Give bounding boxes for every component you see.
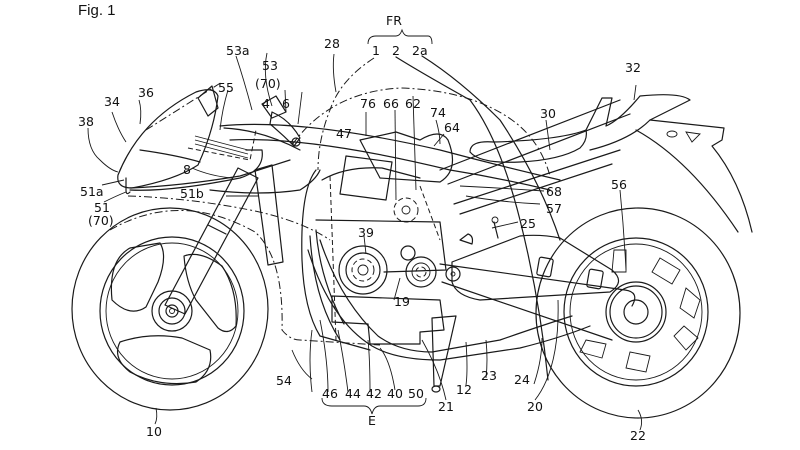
label-42: 42 [366, 386, 382, 401]
label-54: 54 [276, 373, 292, 388]
label-56: 56 [611, 177, 627, 192]
label-2: 2 [392, 43, 400, 58]
label-53-sub: (70) [255, 76, 281, 91]
label-62: 62 [405, 96, 421, 111]
line-2 [395, 56, 549, 381]
label-6: 6 [282, 96, 290, 111]
label-30: 30 [540, 106, 556, 121]
line-2a [421, 55, 561, 241]
rear-wheel [535, 207, 741, 419]
label-66: 66 [383, 96, 399, 111]
label-74: 74 [430, 105, 446, 120]
label-12: 12 [456, 382, 472, 397]
label-34: 34 [104, 94, 120, 109]
frame [209, 87, 631, 351]
label-53: 53 [262, 58, 278, 73]
label-46: 46 [322, 386, 338, 401]
label-64: 64 [444, 120, 460, 135]
label-36: 36 [138, 85, 154, 100]
label-57: 57 [546, 201, 562, 216]
label-1: 1 [372, 43, 380, 58]
label-21: 21 [438, 399, 454, 414]
label-51: 51 [94, 200, 110, 215]
label-51b: 51b [180, 186, 204, 201]
label-23: 23 [481, 368, 497, 383]
label-40: 40 [387, 386, 403, 401]
label-28: 28 [324, 36, 340, 51]
label-32: 32 [625, 60, 641, 75]
label-76: 76 [360, 96, 376, 111]
label-68: 68 [546, 184, 562, 199]
swingarm [439, 216, 636, 341]
label-4: 4 [262, 96, 270, 111]
label-55: 55 [218, 80, 234, 95]
front-fork [164, 164, 284, 315]
front-fender-line [109, 210, 381, 346]
label-19: 19 [394, 294, 410, 309]
engine-E [307, 229, 591, 361]
label-22: 22 [630, 428, 646, 443]
label-8: 8 [183, 162, 191, 177]
reference-labels: FR 1 2 2a 53 (70) 53a 28 32 30 34 36 38 … [78, 13, 646, 443]
seat-tail [469, 94, 753, 233]
brace-FR [367, 28, 433, 45]
label-53a: 53a [226, 43, 250, 58]
label-2a: 2a [412, 43, 428, 58]
group-label-FR: FR [386, 13, 402, 28]
label-47: 47 [336, 126, 352, 141]
group-label-E: E [368, 413, 376, 428]
label-38: 38 [78, 114, 94, 129]
label-50: 50 [408, 386, 424, 401]
label-10: 10 [146, 424, 162, 439]
brace-E [321, 397, 427, 415]
line-1 [317, 57, 375, 171]
label-20: 20 [527, 399, 543, 414]
label-51-sub: (70) [88, 213, 114, 228]
label-39: 39 [358, 225, 374, 240]
label-24: 24 [514, 372, 530, 387]
label-25: 25 [520, 216, 536, 231]
figure-title: Fig. 1 [78, 2, 116, 19]
label-44: 44 [345, 386, 361, 401]
leader-lines [87, 52, 643, 431]
label-51a: 51a [80, 184, 104, 199]
front-wheel [71, 207, 269, 411]
